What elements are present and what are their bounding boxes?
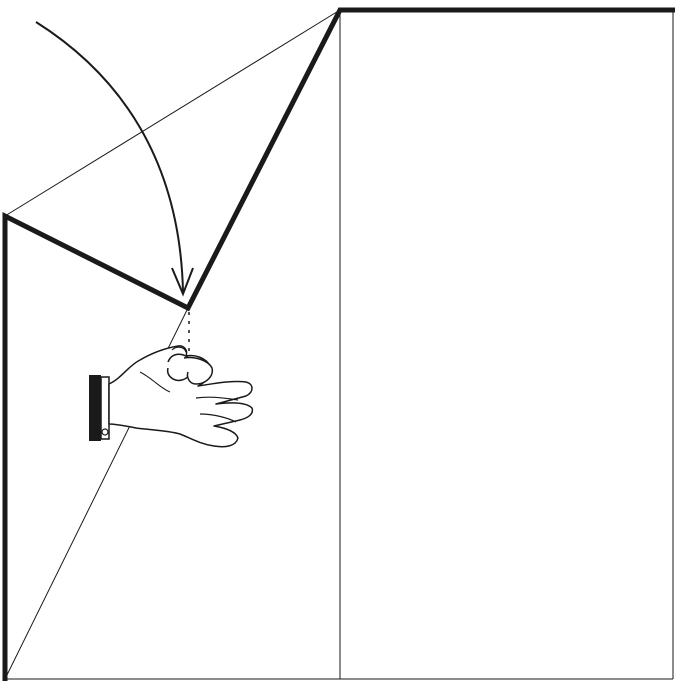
pinching-hand-icon xyxy=(89,346,252,447)
curved-arrow-icon xyxy=(36,22,193,294)
cuff-button xyxy=(102,429,108,435)
index-finger-detail xyxy=(184,357,212,384)
sleeve-cuff xyxy=(89,375,101,441)
folded-paper-outline xyxy=(5,10,673,679)
